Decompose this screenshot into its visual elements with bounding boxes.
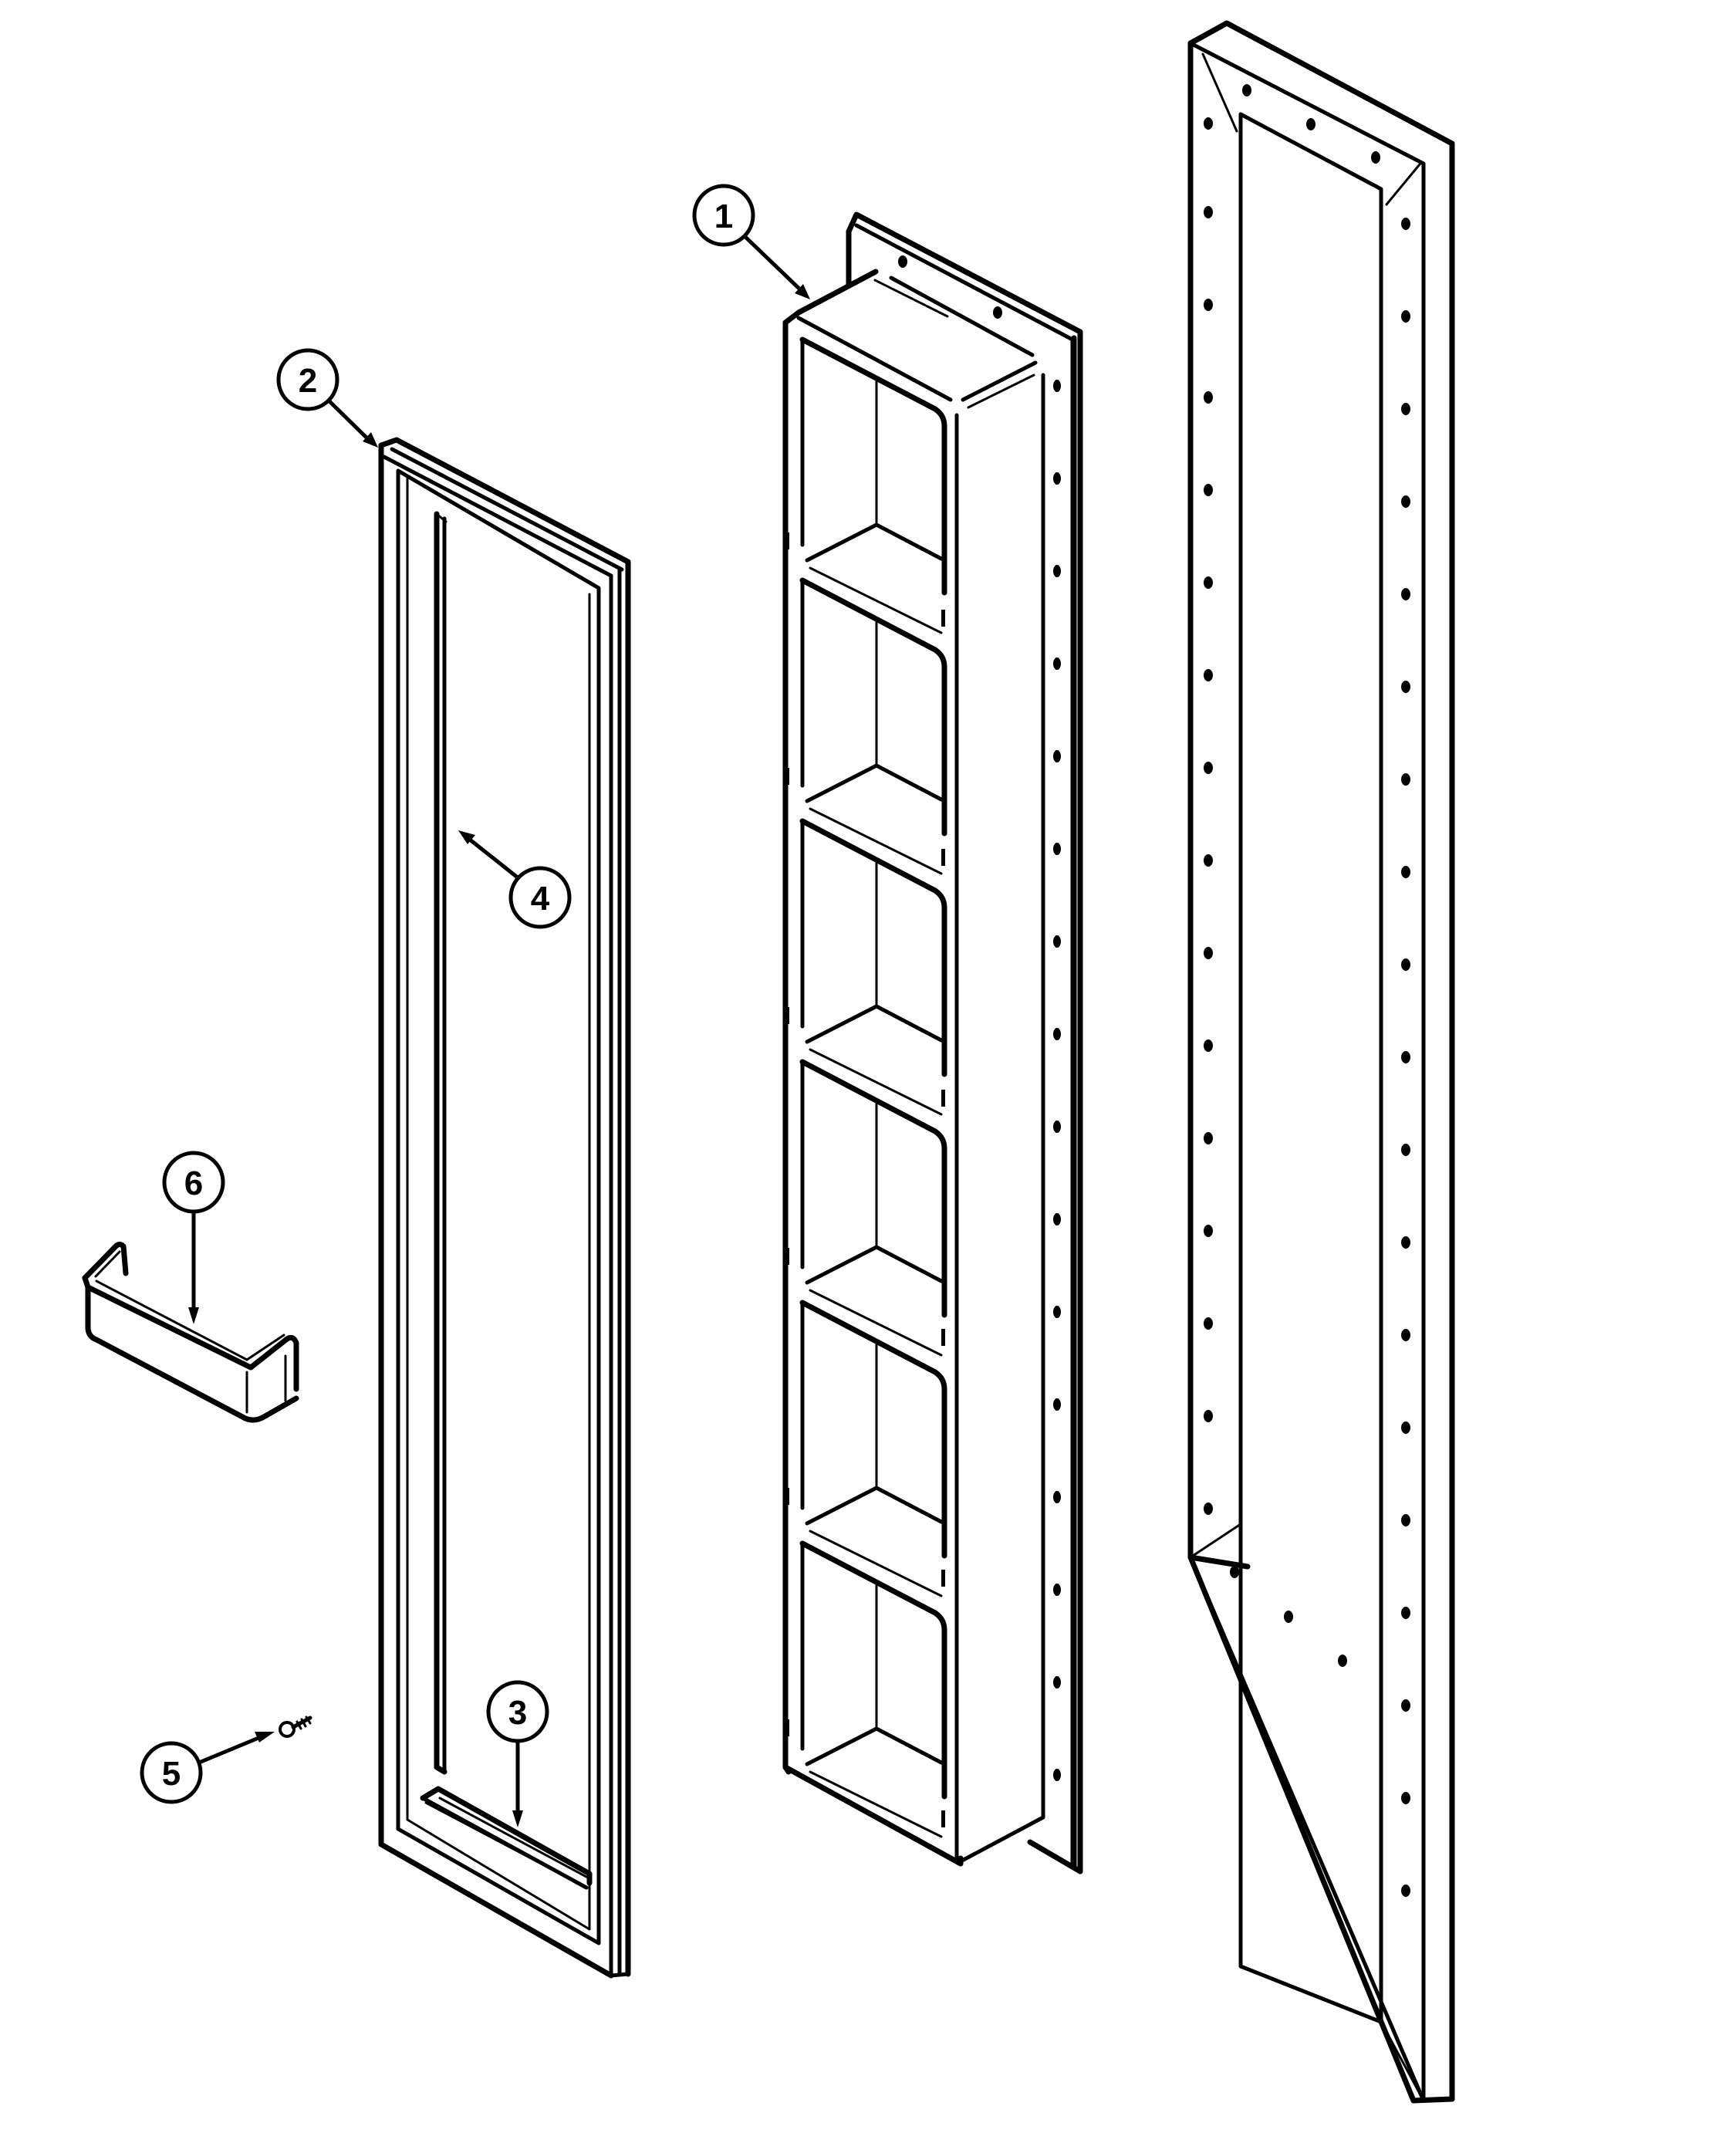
callout-1-label: 1: [714, 198, 733, 235]
callouts: 1 2 3 4 5: [140, 184, 810, 1827]
door-liner-shelf-module: [782, 211, 1083, 1874]
screw: [279, 1716, 312, 1738]
shelf-compartment-5: [785, 1300, 947, 1597]
callout-5: 5: [140, 1732, 275, 1804]
shelf-compartment-3: [785, 818, 947, 1116]
door-gasket: [1187, 20, 1455, 2104]
callout-2: 2: [276, 348, 378, 448]
shelf-compartment-6: [785, 1540, 947, 1838]
door-bin: [82, 1242, 299, 1423]
shelf-compartments: [785, 336, 947, 1838]
door-bottom-trim: [420, 1786, 593, 1890]
callout-6: 6: [162, 1151, 225, 1324]
gasket-holes: [1204, 84, 1410, 1897]
callout-2-label: 2: [299, 362, 317, 400]
callout-5-label: 5: [162, 1755, 181, 1793]
callout-6-label: 6: [184, 1165, 203, 1202]
callout-1: 1: [692, 184, 810, 299]
door-panel-frame: [378, 437, 631, 1979]
shelf-compartment-4: [785, 1059, 947, 1357]
callout-3: 3: [486, 1680, 549, 1827]
door-side-trim-strip: [434, 511, 448, 1775]
callout-3-label: 3: [508, 1694, 527, 1732]
shelf-compartment-1: [785, 336, 947, 634]
callout-4: 4: [458, 830, 572, 929]
callout-4-label: 4: [531, 880, 550, 918]
shelf-compartment-2: [785, 577, 947, 875]
